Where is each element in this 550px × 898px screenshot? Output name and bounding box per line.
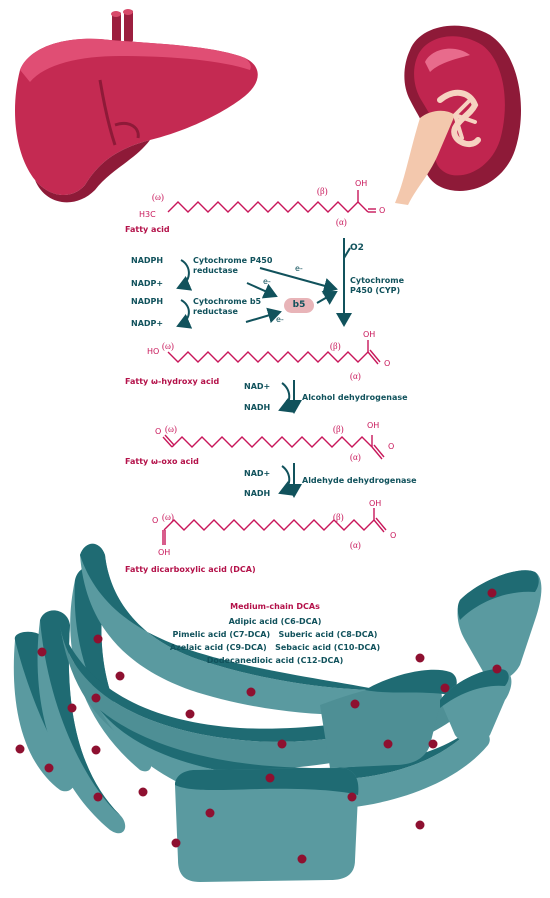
alcohol-dh-label: Alcohol dehydrogenase xyxy=(302,393,408,402)
nad-label-1: NAD+ xyxy=(244,382,271,391)
alpha-label-3: (α) xyxy=(350,452,361,462)
nadph-cycle-arrow-1 xyxy=(176,259,193,291)
dca-list-line-2: Pimelic acid (C7-DCA) Suberic acid (C8-D… xyxy=(172,630,378,639)
aldehyde-dh-arrow xyxy=(278,465,295,496)
oh-label-3: OH xyxy=(367,421,380,430)
nadph-cycle-arrow-2 xyxy=(176,299,193,329)
oxo-acid-chain xyxy=(162,434,385,460)
dca-list-line-1: Adipic acid (C6-DCA) xyxy=(228,617,322,626)
nadph-label-2: NADPH xyxy=(131,297,164,306)
aldehyde-dh-label: Aldehyde dehydrogenase xyxy=(302,476,417,485)
dca-list-line-3: Azelaic acid (C9-DCA) Sebacic acid (C10-… xyxy=(169,643,381,652)
omega-label-1: (ω) xyxy=(152,192,164,202)
dca-chain xyxy=(162,508,387,545)
h3c-label: H3C xyxy=(139,210,156,219)
liver-illustration xyxy=(15,9,258,203)
o-label-5: O xyxy=(152,516,159,525)
beta-label-3: (β) xyxy=(333,424,344,434)
cyp-arrows xyxy=(176,238,352,498)
kidney-illustration xyxy=(395,25,522,205)
b5-reductase-label: Cytochrome b5 reductase xyxy=(193,297,262,317)
alpha-label-2: (α) xyxy=(350,371,361,381)
nadph-label-1: NADPH xyxy=(131,256,164,265)
oh-label-5: OH xyxy=(369,499,382,508)
alpha-label-4: (α) xyxy=(350,540,361,550)
beta-label-1: (β) xyxy=(317,186,328,196)
omega-label-4: (ω) xyxy=(162,512,174,522)
omega-label-2: (ω) xyxy=(162,341,174,351)
cytochrome-b5-badge: b5 xyxy=(284,298,314,313)
p450-reductase-label: Cytochrome P450 reductase xyxy=(193,256,273,276)
nad-label-2: NAD+ xyxy=(244,469,271,478)
o-label-2: O xyxy=(384,359,391,368)
electron-label-2: e- xyxy=(263,277,271,286)
o-label-4: O xyxy=(388,442,395,451)
electron-label-1: e- xyxy=(295,264,303,273)
beta-label-4: (β) xyxy=(333,512,344,522)
dca-label: Fatty dicarboxylic acid (DCA) xyxy=(125,565,256,574)
ribosomes xyxy=(15,588,502,864)
alpha-label-1: (α) xyxy=(336,217,347,227)
alcohol-dh-arrow xyxy=(278,382,295,413)
omega-label-3: (ω) xyxy=(165,424,177,434)
oh-label-1: OH xyxy=(355,179,368,188)
o-label-6: O xyxy=(390,531,397,540)
nadh-label-2: NADH xyxy=(244,489,271,498)
dca-list-line-4: Dodecanedioic acid (C12-DCA) xyxy=(206,656,344,665)
dca-list-title: Medium-chain DCAs xyxy=(230,602,320,611)
beta-label-2: (β) xyxy=(330,341,341,351)
cyp-label: Cytochrome P450 (CYP) xyxy=(350,276,405,296)
o2-label: O2 xyxy=(350,243,364,253)
nadp-label-1: NADP+ xyxy=(131,279,164,288)
o-label-1: O xyxy=(379,206,386,215)
endoplasmic-reticulum-illustration xyxy=(13,543,542,882)
electron-label-3: e- xyxy=(276,315,284,324)
hydroxy-acid-chain xyxy=(167,340,381,365)
o-label-3: O xyxy=(155,427,162,436)
oxo-acid-label: Fatty ω-oxo acid xyxy=(125,457,199,466)
ho-label: HO xyxy=(147,347,160,356)
hydroxy-acid-label: Fatty ω-hydroxy acid xyxy=(125,377,220,386)
oh-label-2: OH xyxy=(363,330,376,339)
fatty-acid-chain xyxy=(167,190,376,213)
nadh-label-1: NADH xyxy=(244,403,271,412)
fatty-acid-label: Fatty acid xyxy=(125,225,170,234)
nadp-label-2: NADP+ xyxy=(131,319,164,328)
oh-label-4: OH xyxy=(158,548,171,557)
